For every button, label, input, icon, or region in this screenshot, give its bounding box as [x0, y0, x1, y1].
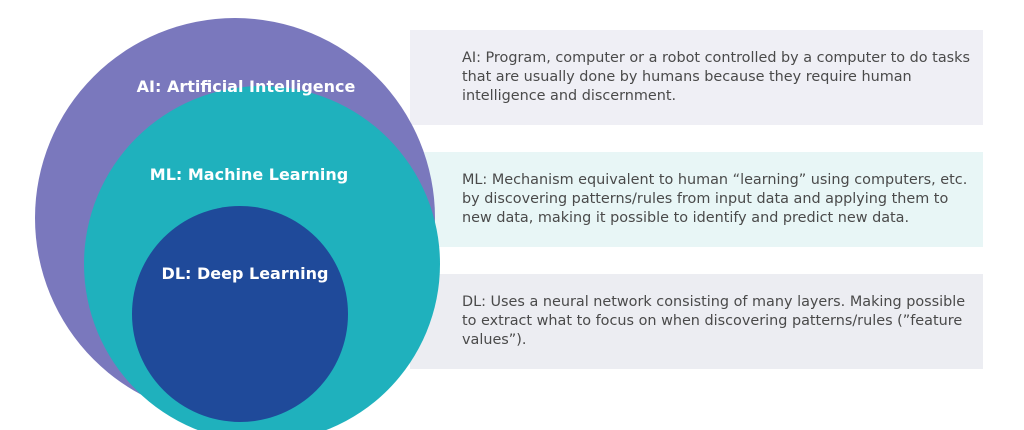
dl-description-text: DL: Uses a neural network consisting of …: [462, 294, 966, 348]
dl-circle-label: DL: Deep Learning: [162, 264, 329, 283]
ml-description-text: ML: Mechanism equivalent to human “learn…: [462, 172, 968, 226]
ml-circle-label: ML: Machine Learning: [150, 165, 348, 184]
ai-description-panel: AI: Program, computer or a robot control…: [410, 30, 983, 125]
ml-description-panel: ML: Mechanism equivalent to human “learn…: [410, 152, 983, 247]
ai-description-text: AI: Program, computer or a robot control…: [462, 50, 970, 104]
dl-description-panel: DL: Uses a neural network consisting of …: [410, 274, 983, 369]
dl-circle: [132, 206, 348, 422]
ai-circle-label: AI: Artificial Intelligence: [137, 77, 356, 96]
